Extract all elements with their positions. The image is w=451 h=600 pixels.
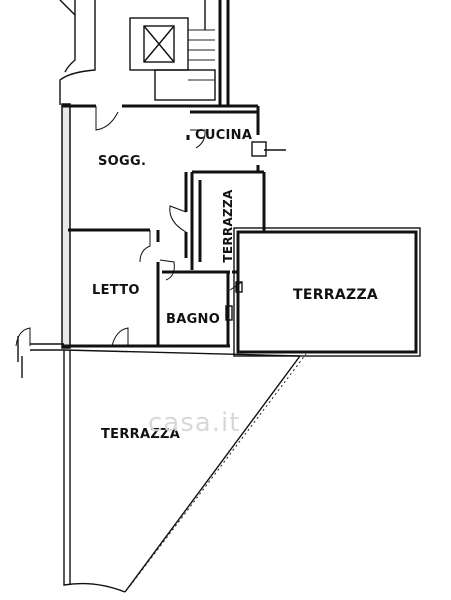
room-label-soggiorno: SOGG.: [98, 154, 147, 169]
watermark-logo: casa.it: [148, 408, 241, 438]
doors: [15, 106, 243, 347]
room-label-terrazza-bottom: TERRAZZA: [101, 427, 181, 442]
room-label-terrazza-right: TERRAZZA: [293, 287, 379, 303]
room-label-cucina: CUCINA: [195, 128, 253, 143]
room-label-bagno: BAGNO: [166, 312, 221, 327]
apartment-walls: [61, 103, 266, 349]
stair-block: [129, 0, 230, 105]
fixtures: [17, 141, 286, 378]
upper-left-wall: [59, 0, 96, 105]
terrace-right: [233, 227, 421, 357]
room-label-terrazza-vertical: TERRAZZA: [221, 189, 235, 263]
room-label-letto: LETTO: [92, 283, 140, 298]
terrace-bottom: [30, 343, 307, 593]
